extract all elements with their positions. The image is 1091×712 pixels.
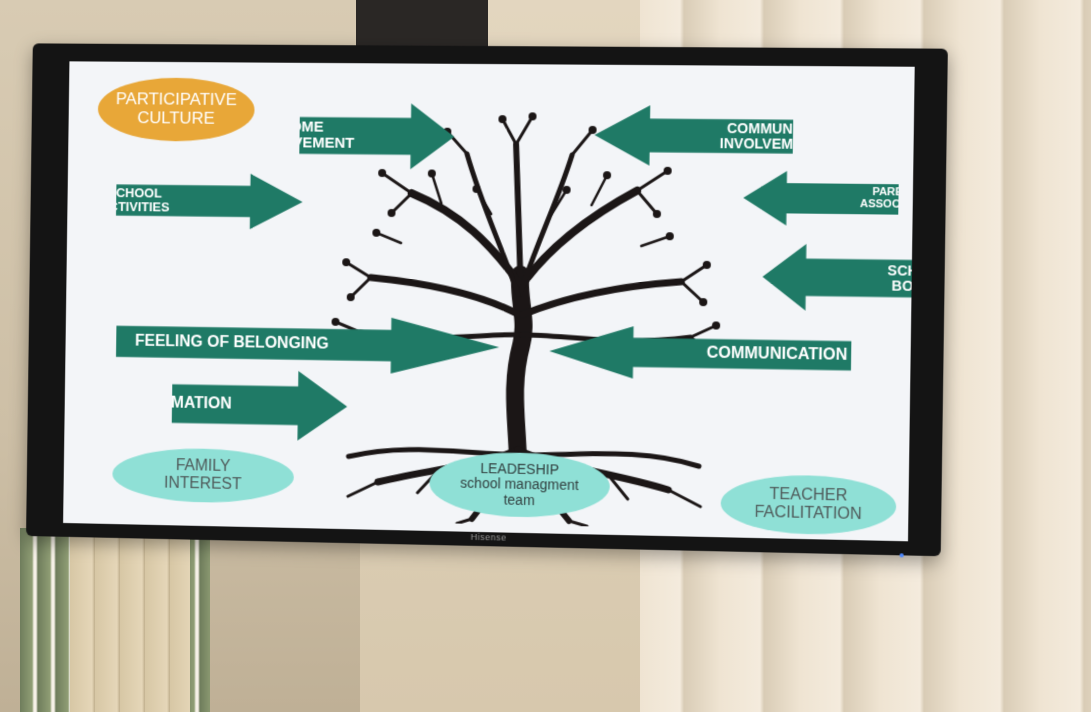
television: PARTICIPATIVE CULTURE FAMILY INTEREST LE…	[26, 43, 948, 558]
power-indicator	[899, 553, 904, 558]
participative-culture-oval: PARTICIPATIVE CULTURE	[97, 77, 256, 142]
family-interest-oval: FAMILY INTEREST	[112, 446, 295, 505]
slide-screen: PARTICIPATIVE CULTURE FAMILY INTEREST LE…	[63, 61, 915, 542]
tree-illustration	[288, 93, 755, 530]
parents-association-arrow: PARENTS ASSOCIATION	[743, 171, 899, 227]
school-board-arrow: SCHOOL BOARD	[762, 243, 915, 312]
window-blind	[70, 528, 190, 712]
tv-brand-logo: Hisense	[470, 531, 507, 543]
school-activities-arrow: SCHOOL ACTIVITIES	[116, 172, 303, 230]
